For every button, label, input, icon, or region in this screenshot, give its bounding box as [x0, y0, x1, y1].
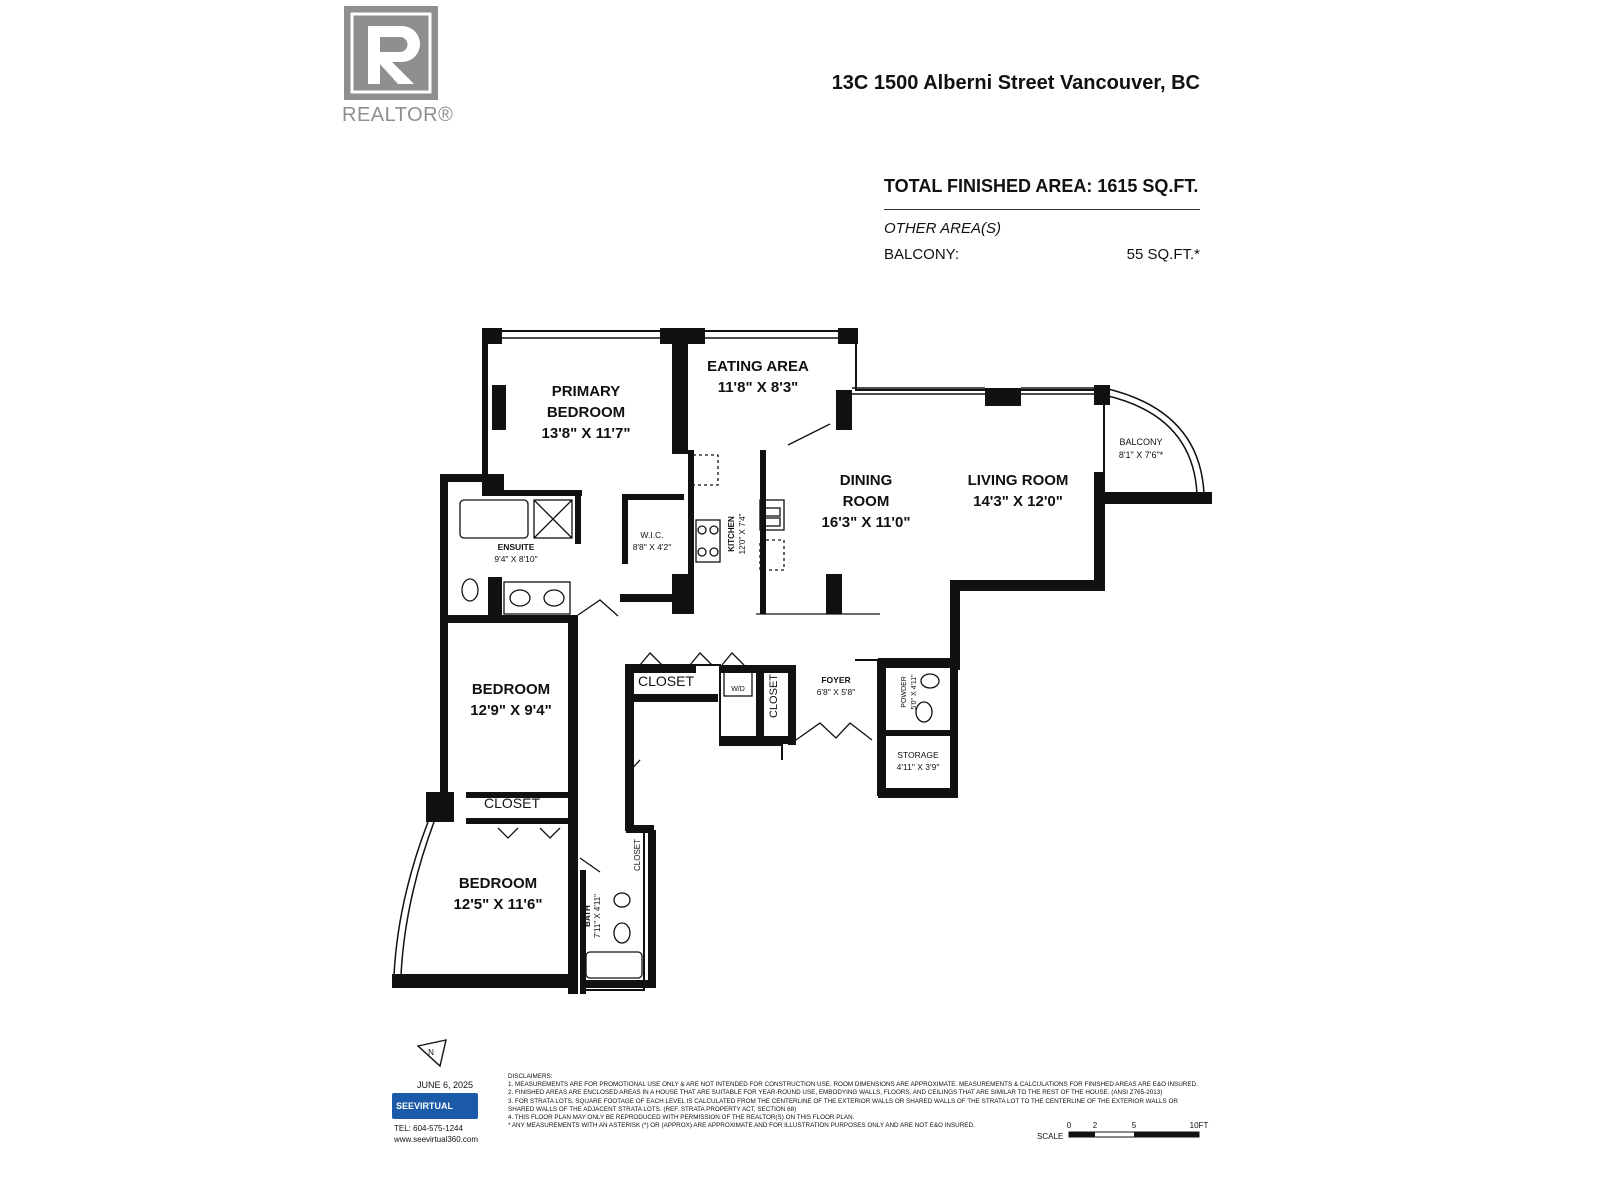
washer-dryer-icon [723, 671, 753, 697]
living-room-dims: 14'3" X 12'0" [973, 493, 1063, 510]
scale-label: SCALE [1037, 1132, 1063, 1141]
realtor-logo [344, 6, 438, 100]
sink-icon [509, 589, 531, 607]
ensuite-bathtub-icon [459, 499, 529, 539]
powder-dims: 5'0" X 4'11" [911, 674, 918, 710]
primary-bedroom-dims: 13'8" X 11'7" [542, 425, 631, 442]
powder-toilet-icon [915, 701, 933, 723]
scale-tick: 0 [1067, 1121, 1072, 1130]
powder-sink-icon [920, 673, 940, 689]
kitchen-label: KITCHEN [727, 516, 736, 552]
dining-room-label: DINING [840, 472, 893, 489]
eating-area-label: EATING AREA [707, 358, 809, 375]
bedroom-3-dims: 12'5" X 11'6" [454, 896, 543, 913]
bedroom-closet-label: CLOSET [484, 795, 540, 811]
bathtub-icon [585, 951, 643, 979]
property-address: 13C 1500 Alberni Street Vancouver, BC [831, 72, 1200, 94]
door-swings [497, 423, 880, 873]
dining-room-label: ROOM [843, 493, 890, 510]
company-website: www.seevirtual360.com [394, 1135, 479, 1144]
bath-toilet-icon [613, 922, 631, 944]
ensuite-dims: 9'4" X 8'10" [494, 554, 537, 564]
ensuite-label: ENSUITE [498, 542, 535, 552]
disclaimer-line: 4. THIS FLOOR PLAN MAY ONLY BE REPRODUCE… [508, 1114, 855, 1122]
wic-dims: 8'8" X 4'2" [633, 542, 672, 552]
stove-icon [695, 519, 721, 563]
disclaimer-line: 2. FINISHED AREAS ARE ENCLOSED AREAS IN … [508, 1089, 1163, 1097]
storage-label: STORAGE [897, 750, 939, 760]
kitchen-sink-icon [759, 499, 785, 531]
company-phone: TEL: 604-575-1244 [394, 1124, 463, 1133]
balcony-area-value: 55 SQ.FT.* [1126, 246, 1200, 263]
total-finished-area: TOTAL FINISHED AREA: 1615 SQ.FT. [884, 176, 1199, 196]
storage-dims: 4'11" X 3'9" [897, 762, 940, 772]
fixtures [459, 454, 940, 979]
bedroom-2-dims: 12'9" X 9'4" [470, 702, 551, 719]
realtor-logo-text: REALTOR® [342, 104, 454, 126]
north-arrow-icon: N [416, 1039, 447, 1068]
primary-bedroom-label: PRIMARY [552, 383, 621, 400]
disclaimers: DISCLAIMERS: 1. MEASUREMENTS ARE FOR PRO… [508, 1073, 1208, 1130]
north-label: N [428, 1048, 434, 1057]
bath-sink-icon [613, 892, 631, 908]
scale-tick: 2 [1093, 1121, 1098, 1130]
disclaimer-line: DISCLAIMERS: [508, 1073, 553, 1080]
divider [884, 209, 1200, 210]
seevirtual-logo: SEEVIRTUAL [392, 1093, 478, 1119]
disclaimer-line: SHARED WALLS OF THE ADJACENT STRATA LOTS… [508, 1105, 797, 1113]
balcony-area-label: BALCONY: [884, 246, 960, 263]
bath-label: BATH [583, 905, 592, 927]
bath-closet-label: CLOSET [633, 839, 642, 871]
realtor-r-icon [350, 12, 432, 94]
windows [393, 330, 1205, 976]
eating-area-dims: 11'8" X 8'3" [718, 379, 799, 396]
vanity-icon [503, 581, 571, 615]
powder-label: POWDER [901, 676, 908, 708]
living-room-label: LIVING ROOM [968, 472, 1069, 489]
balcony-label: BALCONY [1119, 437, 1162, 447]
disclaimer-line: 1. MEASUREMENTS ARE FOR PROMOTIONAL USE … [508, 1081, 1198, 1089]
exterior-walls [392, 328, 1212, 994]
balcony-dims: 8'1" X 7'6"* [1119, 450, 1164, 460]
closet-label: CLOSET [768, 674, 780, 718]
foyer-label: FOYER [821, 675, 850, 685]
primary-bedroom-label: BEDROOM [547, 404, 625, 421]
bedroom-3-label: BEDROOM [459, 875, 537, 892]
scale-tick: 10FT [1190, 1121, 1209, 1130]
sink-icon [543, 589, 565, 607]
toilet-icon [461, 578, 479, 602]
kitchen-dims: 12'0" X 7'4" [738, 513, 747, 554]
foyer-dims: 6'8" X 5'8" [817, 687, 856, 697]
wic-label: W.I.C. [640, 530, 663, 540]
shower-icon [533, 499, 573, 539]
plan-date: JUNE 6, 2025 [416, 1080, 474, 1090]
disclaimer-line: * ANY MEASUREMENTS WITH AN ASTERISK (*) … [508, 1122, 975, 1130]
disclaimer-line: 3. FOR STRATA LOTS, SQUARE FOOTAGE OF EA… [508, 1097, 1178, 1105]
bedroom-2-label: BEDROOM [472, 681, 550, 698]
washer-dryer-label: W/D [731, 686, 745, 693]
hall-closet-label: CLOSET [638, 673, 694, 689]
bath-dims: 7'11" X 4'11" [593, 894, 602, 938]
scale-tick: 5 [1132, 1121, 1137, 1130]
dining-room-dims: 16'3" X 11'0" [822, 514, 911, 531]
scale-bar: SCALE 0 2 5 10FT [1037, 1121, 1208, 1141]
other-areas-label: OTHER AREA(S) [884, 220, 1001, 237]
